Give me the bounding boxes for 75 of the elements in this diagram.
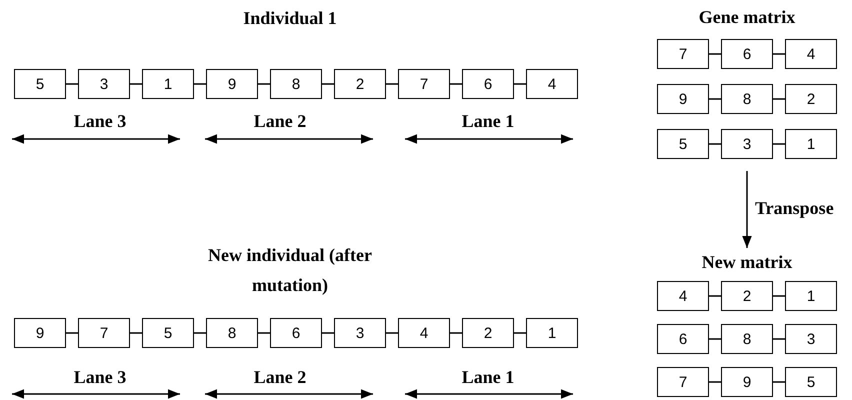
connector-line	[66, 83, 78, 85]
gene-box: 3	[721, 129, 773, 159]
connector-line	[709, 381, 721, 383]
heading: Lane 2	[252, 366, 308, 389]
gene-box: 1	[785, 281, 837, 311]
gene-box: 3	[785, 324, 837, 354]
heading: Gene matrix	[698, 6, 796, 29]
heading: Lane 1	[460, 110, 516, 133]
gene-box: 8	[206, 318, 258, 348]
connector-line	[709, 53, 721, 55]
connector-line	[450, 332, 462, 334]
connector-line	[514, 332, 526, 334]
gene-box: 2	[721, 281, 773, 311]
gene-box: 7	[78, 318, 130, 348]
heading: Lane 3	[72, 110, 128, 133]
connector-line	[130, 332, 142, 334]
gene-box: 5	[14, 69, 66, 99]
gene-box: 5	[142, 318, 194, 348]
gene-box: 5	[785, 367, 837, 397]
gene-box: 1	[785, 129, 837, 159]
gene-box: 4	[657, 281, 709, 311]
connector-line	[773, 98, 785, 100]
connector-line	[450, 83, 462, 85]
gene-box: 3	[78, 69, 130, 99]
connector-line	[66, 332, 78, 334]
connector-line	[386, 332, 398, 334]
connector-line	[322, 332, 334, 334]
connector-line	[773, 143, 785, 145]
connector-line	[709, 143, 721, 145]
connector-line	[773, 381, 785, 383]
gene-box: 2	[785, 84, 837, 114]
connector-line	[258, 83, 270, 85]
connector-line	[386, 83, 398, 85]
connector-line	[194, 332, 206, 334]
connector-line	[258, 332, 270, 334]
heading: New individual (after mutation)	[207, 244, 373, 297]
gene-box: 9	[721, 367, 773, 397]
arrow	[742, 171, 752, 248]
gene-box: 6	[270, 318, 322, 348]
connector-line	[709, 295, 721, 297]
gene-box: 7	[657, 39, 709, 69]
gene-box: 7	[398, 69, 450, 99]
gene-box: 2	[462, 318, 514, 348]
connector-line	[130, 83, 142, 85]
connector-line	[773, 338, 785, 340]
gene-box: 4	[526, 69, 578, 99]
heading: Individual 1	[242, 7, 338, 30]
gene-box: 6	[721, 39, 773, 69]
gene-box: 8	[721, 324, 773, 354]
gene-box: 8	[270, 69, 322, 99]
connector-line	[194, 83, 206, 85]
connector-line	[514, 83, 526, 85]
matrix-heading: New matrix	[672, 248, 822, 276]
heading: Lane 1	[460, 366, 516, 389]
gene-box: 3	[334, 318, 386, 348]
gene-box: 1	[526, 318, 578, 348]
gene-box: 2	[334, 69, 386, 99]
gene-box: 4	[398, 318, 450, 348]
connector-line	[322, 83, 334, 85]
connector-line	[709, 98, 721, 100]
gene-box: 5	[657, 129, 709, 159]
gene-box: 1	[142, 69, 194, 99]
gene-box: 9	[657, 84, 709, 114]
connector-line	[709, 338, 721, 340]
heading: Lane 3	[72, 366, 128, 389]
connector-line	[773, 295, 785, 297]
gene-box: 9	[206, 69, 258, 99]
gene-box: 9	[14, 318, 66, 348]
heading: Lane 2	[252, 110, 308, 133]
gene-box: 6	[462, 69, 514, 99]
gene-box: 4	[785, 39, 837, 69]
connector-line	[773, 53, 785, 55]
gene-box: 7	[657, 367, 709, 397]
gene-box: 6	[657, 324, 709, 354]
gene-box: 8	[721, 84, 773, 114]
